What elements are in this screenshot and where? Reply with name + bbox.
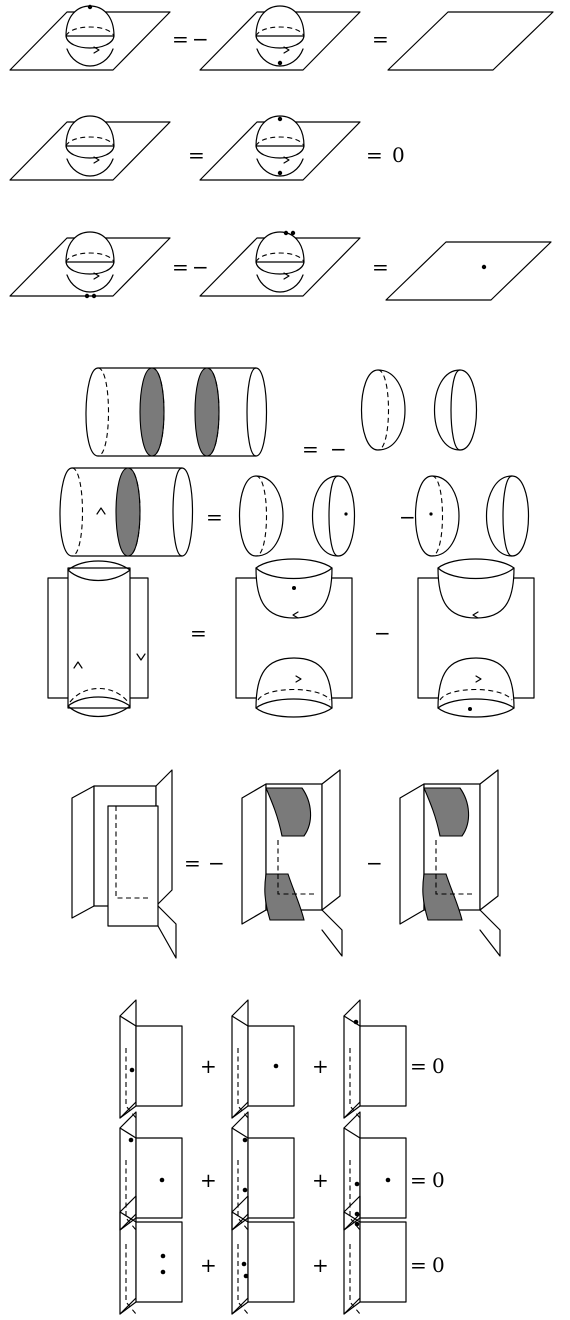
sphere-dot: [88, 5, 92, 9]
equals-sign: =: [172, 27, 189, 51]
plus-sign: +: [312, 1054, 329, 1078]
relation-8: + + = 0: [120, 1000, 445, 1118]
relation-1: = − =: [10, 5, 553, 70]
equals-sign: =: [366, 143, 383, 167]
minus-sign: −: [374, 621, 391, 645]
equals-sign: =: [372, 27, 389, 51]
relation-2: = = 0: [10, 116, 405, 180]
equals-sign: =: [190, 621, 207, 645]
relation-5: = −: [60, 468, 529, 556]
zero: 0: [432, 1168, 445, 1192]
foam-dot: [161, 1270, 166, 1275]
foam-dot: [386, 1178, 391, 1183]
relation-6: = −: [48, 559, 534, 717]
foam-dot: [243, 1188, 248, 1193]
equals-sign: =: [184, 851, 201, 875]
foam-dot: [355, 1212, 360, 1217]
foam-dot: [160, 1178, 165, 1183]
foam-dot: [130, 1068, 135, 1073]
equals-sign: =: [188, 143, 205, 167]
relation-9: + + = 0: [120, 1112, 445, 1230]
saddle-dot: [292, 586, 296, 590]
minus-sign: −: [208, 851, 225, 875]
saddle-dot: [468, 707, 472, 711]
plus-sign: +: [312, 1168, 329, 1192]
equals-sign: =: [410, 1168, 427, 1192]
equals-sign: =: [410, 1054, 427, 1078]
minus-sign: −: [330, 437, 347, 461]
sphere-dot: [284, 231, 288, 235]
zero: 0: [432, 1253, 445, 1277]
minus-sign: −: [366, 851, 383, 875]
foam-dot: [243, 1138, 248, 1143]
foam-dot: [354, 1020, 359, 1025]
foam-dot: [242, 1262, 247, 1267]
minus-sign: −: [192, 255, 209, 279]
sphere-dot: [278, 171, 282, 175]
equals-sign: =: [372, 255, 389, 279]
zero: 0: [432, 1054, 445, 1078]
zero: 0: [392, 143, 405, 167]
minus-sign: −: [192, 27, 209, 51]
relation-7: = − −: [72, 770, 500, 958]
foam-dot: [274, 1064, 279, 1069]
sphere-dot: [92, 294, 96, 298]
relation-3: = − =: [10, 231, 551, 300]
hemisphere-dot: [429, 512, 432, 515]
plus-sign: +: [312, 1253, 329, 1277]
sphere-dot: [85, 294, 89, 298]
foam-dot: [161, 1254, 166, 1259]
foam-dot: [244, 1274, 249, 1279]
plane-dot: [482, 265, 486, 269]
minus-sign: −: [399, 505, 416, 529]
foam-dot: [355, 1222, 360, 1227]
foam-dot: [129, 1138, 134, 1143]
relation-4: = −: [86, 368, 477, 461]
equals-sign: =: [172, 255, 189, 279]
sphere-dot: [278, 61, 282, 65]
sphere-dot: [291, 231, 295, 235]
sphere-dot: [278, 117, 282, 121]
equals-sign: =: [410, 1253, 427, 1277]
equals-sign: =: [302, 437, 319, 461]
plus-sign: +: [200, 1054, 217, 1078]
plus-sign: +: [200, 1168, 217, 1192]
hemisphere-dot: [344, 512, 347, 515]
equals-sign: =: [206, 505, 223, 529]
plus-sign: +: [200, 1253, 217, 1277]
foam-dot: [355, 1182, 360, 1187]
